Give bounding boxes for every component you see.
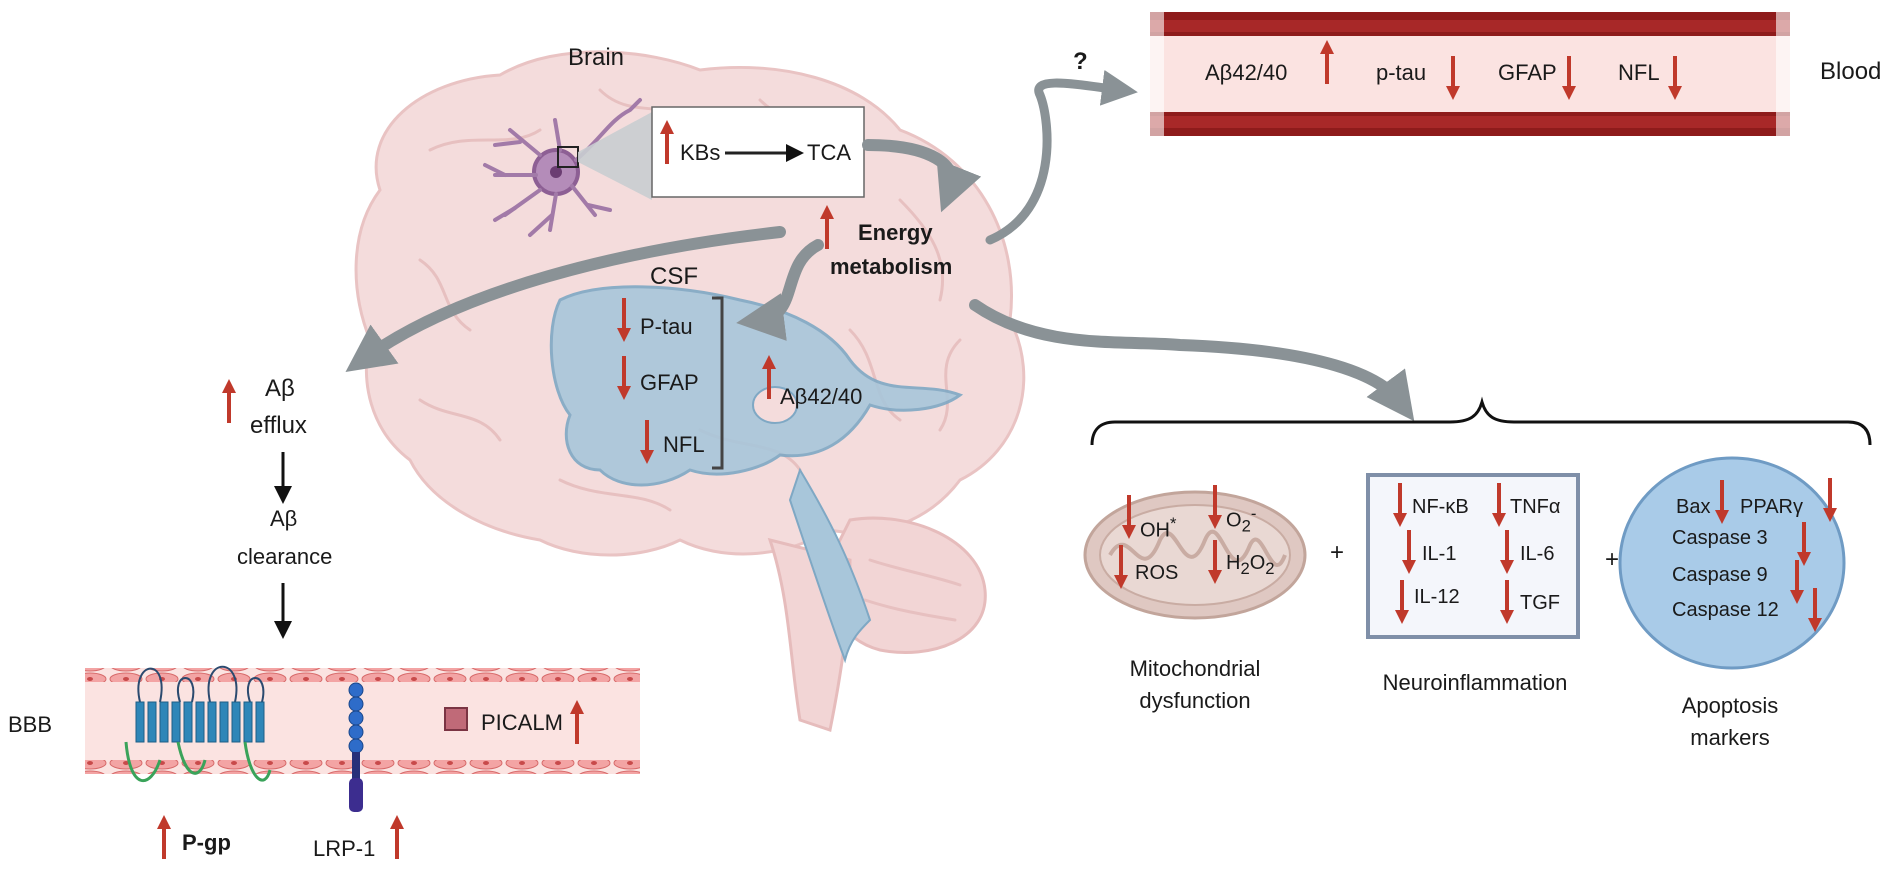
il12-label: IL-12 <box>1414 586 1460 608</box>
o2-sup: - <box>1250 504 1257 523</box>
brain-label: Brain <box>568 44 625 71</box>
outcomes-brace <box>1090 396 1872 446</box>
ros-label: ROS <box>1135 562 1179 584</box>
il1-label: IL-1 <box>1422 543 1457 565</box>
o2-label: O2- <box>1226 504 1257 536</box>
csf-ab-label: Aβ42/40 <box>780 384 863 409</box>
brain-to-efflux-arrow <box>345 226 786 372</box>
h2o2-h: H <box>1226 552 1241 574</box>
tnfa-label: TNFα <box>1510 496 1561 518</box>
zoom-cone <box>578 112 652 200</box>
casp12-label: Caspase 12 <box>1672 599 1779 621</box>
kbs-label: KBs <box>680 140 721 165</box>
pgp-label: P-gp <box>182 830 231 855</box>
csf-nfl-label: NFL <box>663 432 705 457</box>
csf-ptau-label: P-tau <box>640 314 693 339</box>
clearance-label-line1: Aβ <box>270 506 298 531</box>
flow-arrows <box>345 69 1415 422</box>
apoptosis-label-line1: Apoptosis <box>1681 693 1779 718</box>
il6-label: IL-6 <box>1520 543 1555 565</box>
ppar-label: PPARγ <box>1740 496 1803 518</box>
casp3-label: Caspase 3 <box>1672 527 1768 549</box>
ventricle-tail <box>788 467 872 664</box>
plus-sign-2: + <box>1605 546 1620 573</box>
plus-sign-1: + <box>1330 539 1345 566</box>
blood-vessel <box>1150 12 1790 136</box>
lrp1-up-arrow <box>390 815 404 859</box>
h2o2-sub2: 2 <box>1265 559 1275 578</box>
h2o2-o: O <box>1249 552 1266 574</box>
h2o2-label: H2O2 <box>1226 553 1275 578</box>
lrp1-receptor <box>348 682 364 812</box>
picalm-label: PICALM <box>481 710 563 735</box>
blood-nfl-label: NFL <box>1618 60 1660 85</box>
tca-to-energy-arrow <box>862 139 982 213</box>
bax-label: Bax <box>1676 496 1711 518</box>
blood-ptau-label: p-tau <box>1376 60 1427 85</box>
energy-to-outcomes-arrow <box>969 299 1415 422</box>
mito-label-line1: Mitochondrial <box>1129 656 1261 681</box>
efflux-label-line2: efflux <box>250 412 307 439</box>
casp9-label: Caspase 9 <box>1672 564 1768 586</box>
apoptosis-label-line2: markers <box>1690 725 1770 750</box>
lrp1-label: LRP-1 <box>313 836 376 861</box>
blood-label: Blood <box>1820 58 1882 85</box>
tca-label: TCA <box>807 140 851 165</box>
clearance-label-line2: clearance <box>237 544 333 569</box>
pgp-transporter <box>124 665 272 782</box>
efflux-up-arrow <box>222 379 236 423</box>
pgp-up-arrow <box>157 815 171 859</box>
tgf-label: TGF <box>1520 592 1560 614</box>
oh-label: OH* <box>1140 514 1177 542</box>
o2-text: O <box>1226 509 1242 532</box>
h2o2-sub1: 2 <box>1240 559 1250 578</box>
energy-to-csf-arrow <box>736 239 824 341</box>
energy-label-line2: metabolism <box>830 254 953 279</box>
apoptosis-circle <box>1618 456 1846 670</box>
o2-sub: 2 <box>1241 516 1251 536</box>
ventricle-hole <box>752 386 798 424</box>
csf-bracket <box>712 296 724 470</box>
csf-label: CSF <box>650 263 698 290</box>
oh-sup: * <box>1170 514 1177 533</box>
neuroinflammation-box <box>1366 473 1580 639</box>
neuroinflammation-label: Neuroinflammation <box>1382 670 1568 695</box>
csf-gfap-label: GFAP <box>640 370 699 395</box>
efflux-label-line1: Aβ <box>265 375 295 402</box>
bbb-label: BBB <box>8 712 53 737</box>
mito-label-line2: dysfunction <box>1139 688 1251 713</box>
energy-to-blood-arrow <box>985 69 1138 245</box>
oh-text: OH <box>1140 519 1170 542</box>
energy-label-line1: Energy <box>858 220 933 245</box>
blood-gfap-label: GFAP <box>1498 60 1557 85</box>
picalm-swatch <box>444 707 468 731</box>
blood-question-mark: ? <box>1073 48 1088 75</box>
blood-ab-label: Aβ42/40 <box>1205 60 1288 85</box>
mitochondrion-icon <box>1083 490 1307 620</box>
nfkb-label: NF-κB <box>1412 496 1469 518</box>
